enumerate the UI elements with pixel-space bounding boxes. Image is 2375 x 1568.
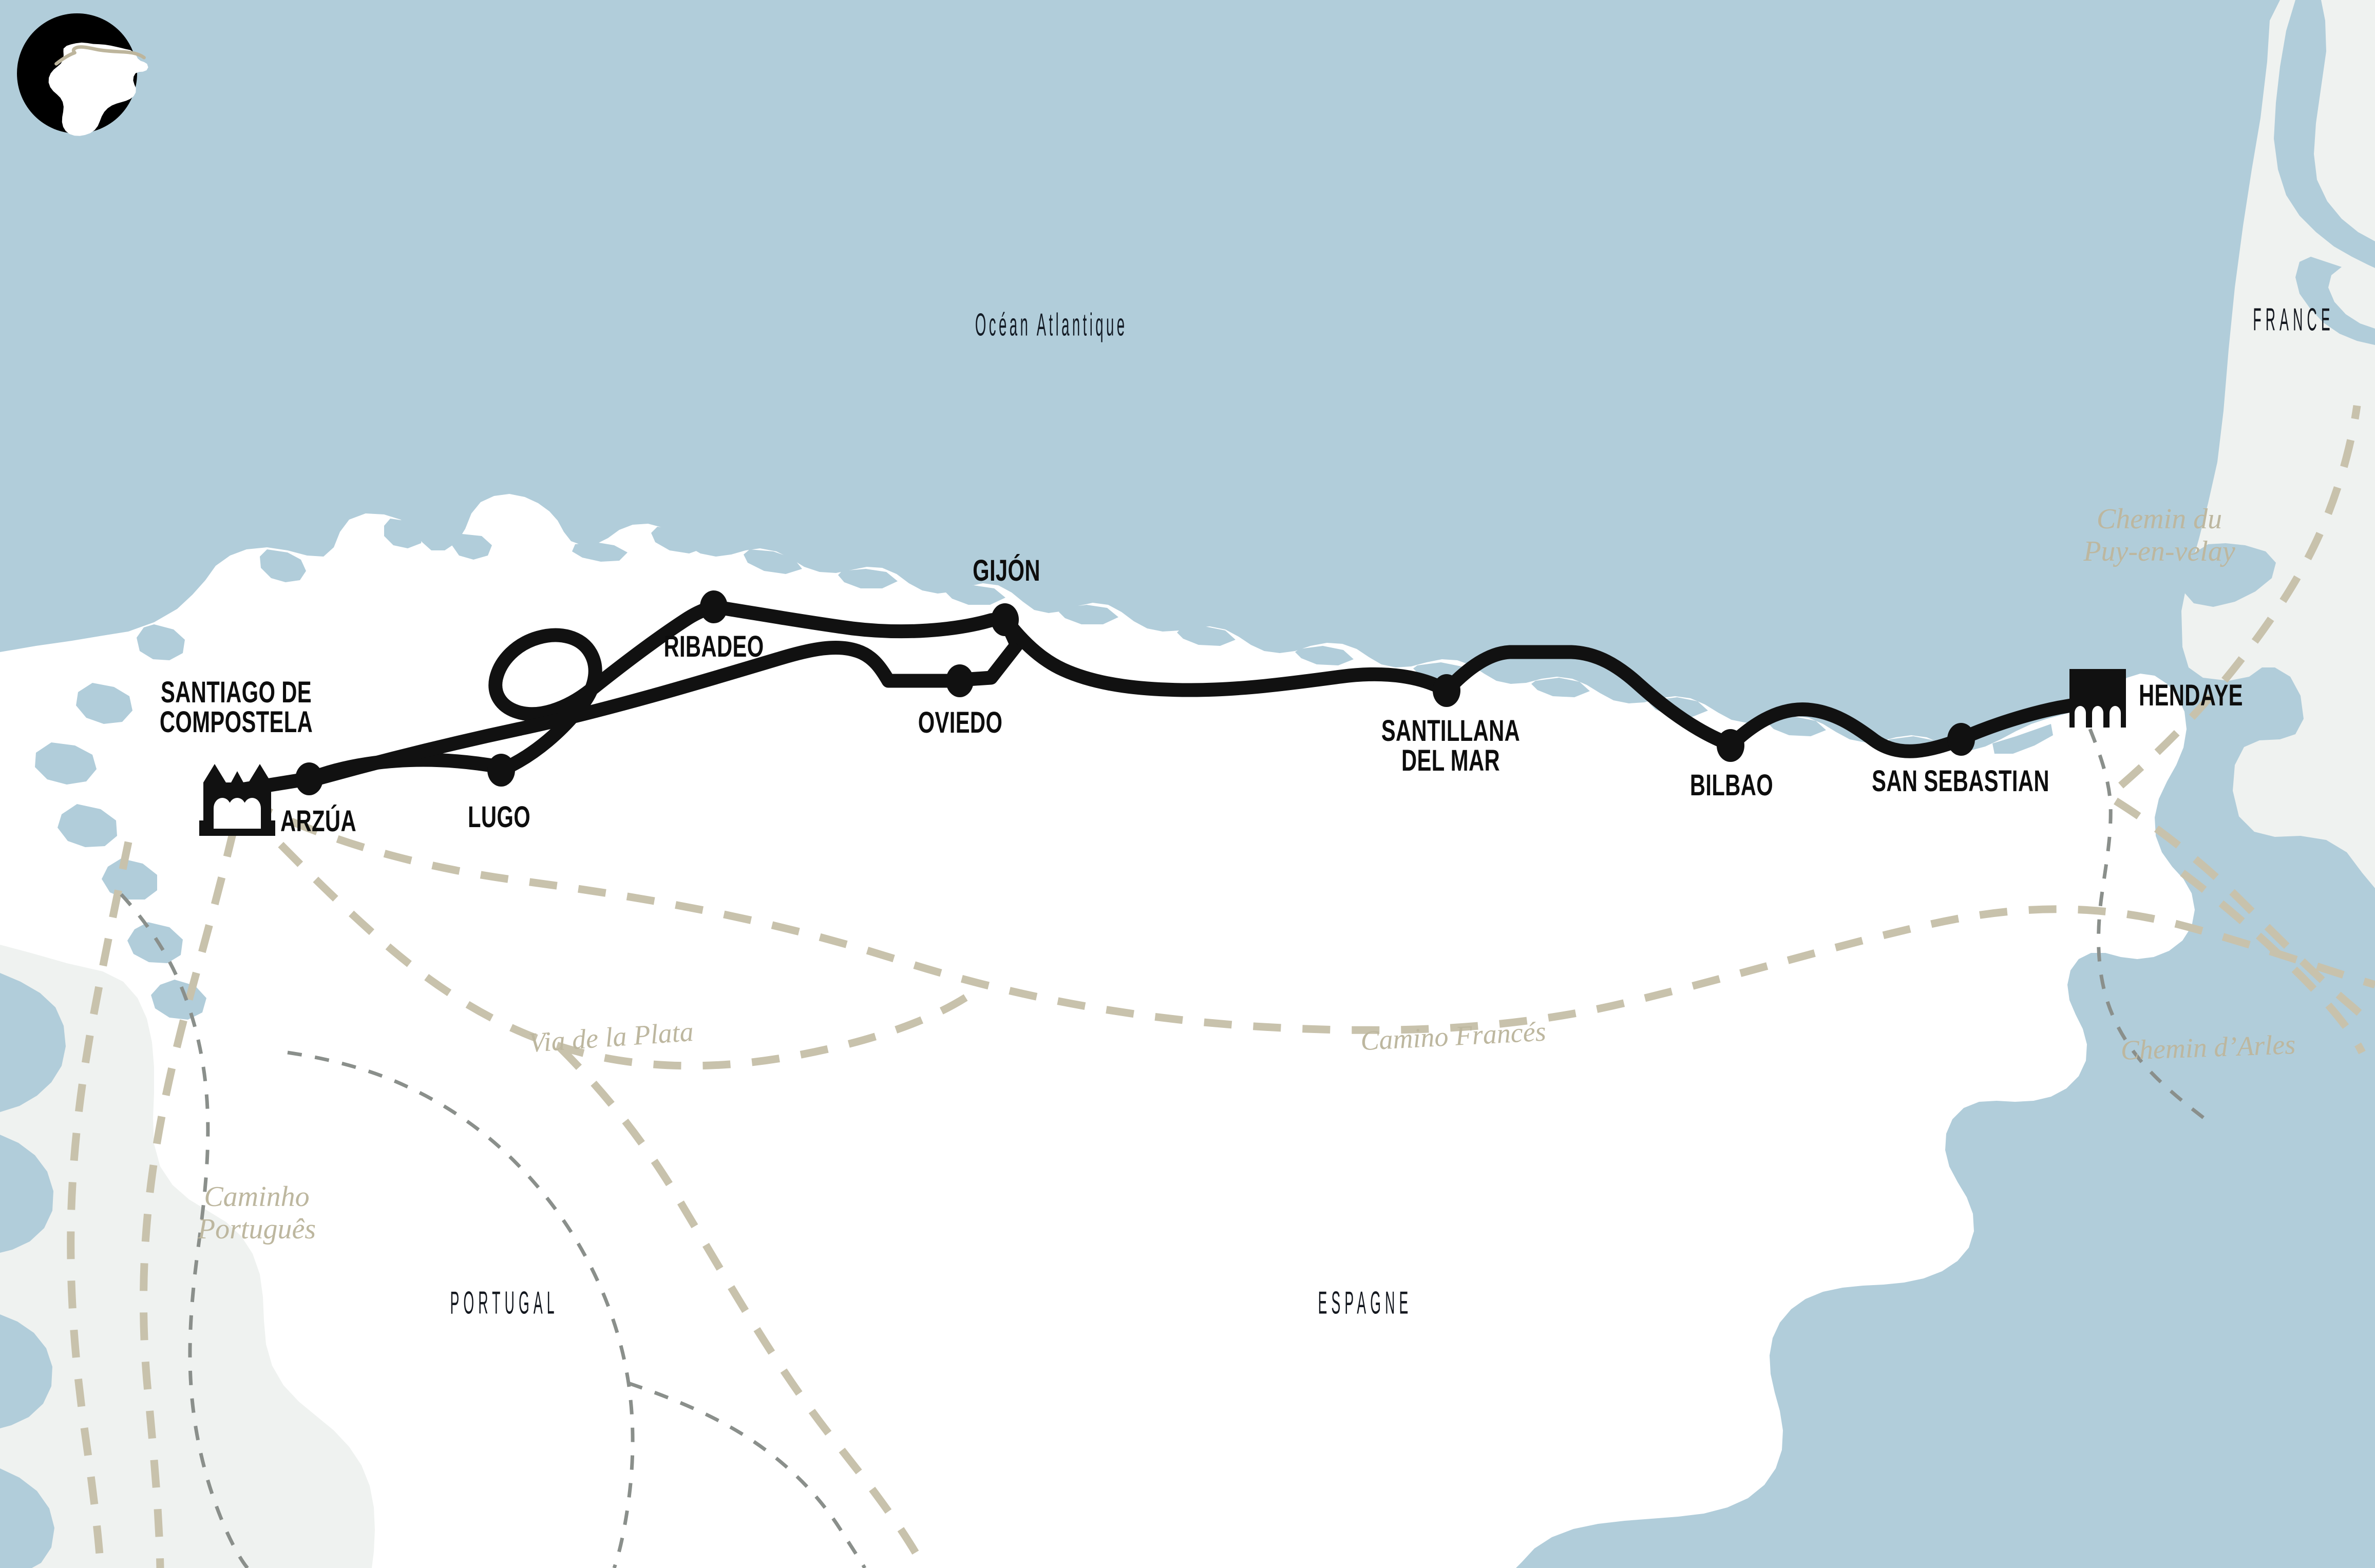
city-label-hendaye[interactable]: HENDAYE [2139,679,2243,712]
route-sansebastian-hendaye [1955,696,2090,745]
route-lugo-coast [488,600,721,777]
iberia-landmass [0,494,2195,1568]
camino-label-caminho-portugues[interactable]: Caminho Português [197,1181,316,1245]
city-label-ribadeo[interactable]: RIBADEO [663,630,764,663]
route-santillana-bilbao [1441,645,1738,752]
city-label-lugo[interactable]: LUGO [467,800,531,834]
dot-santillana-del-mar [1433,674,1460,707]
river-branch [2295,257,2375,345]
spain-locator-inset[interactable] [17,13,148,136]
chemin-darles-line [2114,797,2375,1029]
route-ribadeo-gijon [708,600,1012,639]
city-label-santiago-de-compostela[interactable]: SANTIAGO DE COMPOSTELA [159,676,313,739]
caminho-portugues-coastal [67,841,132,1568]
inset-route-highlight [54,45,146,66]
portugal-coast-notch [0,973,66,1112]
dot-gijon [991,603,1019,636]
dot-lugo [487,754,515,787]
gironde-estuary [2274,0,2375,268]
camino-label-chemin-du-puy-en-velay[interactable]: Chemin du Puy-en-velay [2083,503,2235,567]
via-de-la-plata-line [243,806,978,1070]
route-gijon-santillana [1000,615,1454,698]
ocean-label: Océan Atlantique [975,306,1128,343]
route-arzua-inland [304,640,967,788]
region-label-espagne: ESPAGNE [1318,1284,1413,1321]
region-label-portugal: PORTUGAL [450,1284,559,1321]
city-dot-markers[interactable] [295,590,1975,795]
city-label-gijon[interactable]: GIJÓN [973,554,1040,587]
border-lines [120,728,2210,1568]
main-route-line[interactable] [234,600,2090,797]
dot-ribadeo [700,590,728,623]
dot-san-sebastian [1947,723,1975,756]
chemin-link-line [2180,870,2366,1055]
inset-spain-shape [48,42,148,136]
dot-oviedo [946,664,974,697]
camino-dashed-routes[interactable] [67,405,2375,1568]
city-label-oviedo[interactable]: OVIEDO [918,706,1003,739]
city-label-san-sebastian[interactable]: SAN SEBASTIAN [1872,764,2049,798]
cathedral-icon[interactable] [199,764,275,836]
via-de-la-plata-south [557,1044,928,1568]
city-label-arzua[interactable]: ARZÚA [280,805,356,838]
spain-portugal-border [120,893,249,1568]
portugal-coast-notch-3 [0,1314,52,1428]
inner-region-border-2 [628,1381,867,1568]
city-label-bilbao[interactable]: BILBAO [1689,769,1774,802]
dot-bilbao [1717,729,1744,762]
region-label-france: FRANCE [2253,301,2334,338]
dot-arzua [295,762,323,795]
portugal-coast-notch-4 [0,1468,54,1568]
portugal-coast-notch-2 [0,1135,53,1253]
spain-france-border [2088,728,2210,1123]
galicia-coast-detail [35,519,492,1020]
camino-label-chemin-darles[interactable]: Chemin d’Arles [2120,1029,2296,1066]
city-label-santillana-del-mar[interactable]: SANTILLANA DEL MAR [1381,714,1521,777]
inner-region-border-1 [287,1050,635,1568]
caminho-portugues-line [140,829,238,1568]
portugal-landmass [0,945,375,1568]
route-bilbao-sansebastian [1724,702,1968,758]
camino-frances-line [244,797,2375,1034]
france-coast-bay [2181,543,2276,607]
station-icon[interactable] [2069,669,2126,728]
